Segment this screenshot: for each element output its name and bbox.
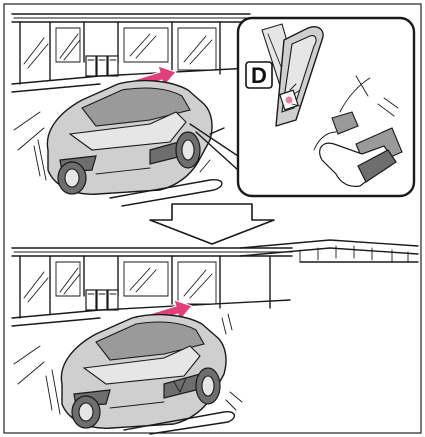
machine-1 [86, 56, 96, 76]
d-label: D [251, 63, 267, 88]
callout-inset: D [238, 18, 414, 196]
callout-frame [238, 18, 414, 196]
machine-3 [108, 56, 118, 76]
d-button-indicator [286, 97, 293, 104]
machine-2 [97, 56, 107, 76]
